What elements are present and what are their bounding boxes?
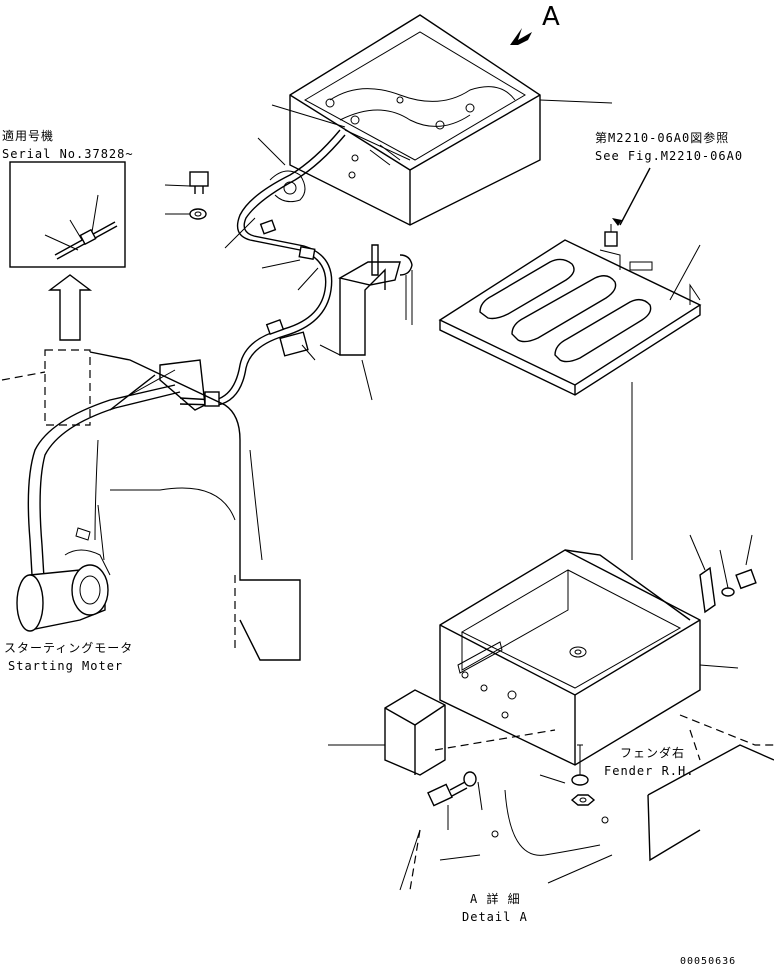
upper-battery-box bbox=[289, 14, 541, 226]
fender-jp-label: フェンダ右 bbox=[620, 745, 685, 760]
tray-bracket-bolt bbox=[689, 534, 757, 614]
serial-en-label: Serial No.37828~ bbox=[2, 147, 134, 161]
bracket-post bbox=[319, 244, 413, 401]
fender-body-left bbox=[1, 349, 301, 661]
detail-a-jp-label: A 詳 細 bbox=[470, 891, 521, 906]
see-fig-callout: 第M2210-06A0図参照 See Fig.M2210-06A0 bbox=[595, 130, 743, 247]
battery-tray bbox=[439, 549, 739, 766]
wiring-harness bbox=[27, 129, 346, 579]
starting-motor-en-label: Starting Moter bbox=[8, 659, 123, 673]
starting-motor-jp-label: スターティングモータ bbox=[4, 641, 133, 655]
view-arrow-a: A bbox=[510, 2, 560, 45]
fender-en-label: Fender R.H. bbox=[604, 764, 694, 778]
starting-motor: スターティングモータ Starting Moter bbox=[4, 527, 133, 673]
serial-jp-label: 適用号機 bbox=[2, 128, 54, 143]
see-fig-en-label: See Fig.M2210-06A0 bbox=[595, 149, 743, 163]
battery-cover bbox=[438, 239, 702, 560]
insulator-block bbox=[328, 689, 446, 776]
fender-rh: フェンダ右 Fender R.H. bbox=[604, 714, 774, 862]
bolt-washer-upper bbox=[164, 171, 209, 220]
view-a-label: A bbox=[542, 2, 560, 32]
detail-a-parts bbox=[399, 729, 613, 891]
detail-a-en-label: Detail A bbox=[462, 910, 528, 924]
drawing-number: 00050636 bbox=[680, 956, 736, 967]
see-fig-jp-label: 第M2210-06A0図参照 bbox=[595, 130, 729, 145]
serial-inset: 適用号機 Serial No.37828~ bbox=[2, 128, 134, 341]
